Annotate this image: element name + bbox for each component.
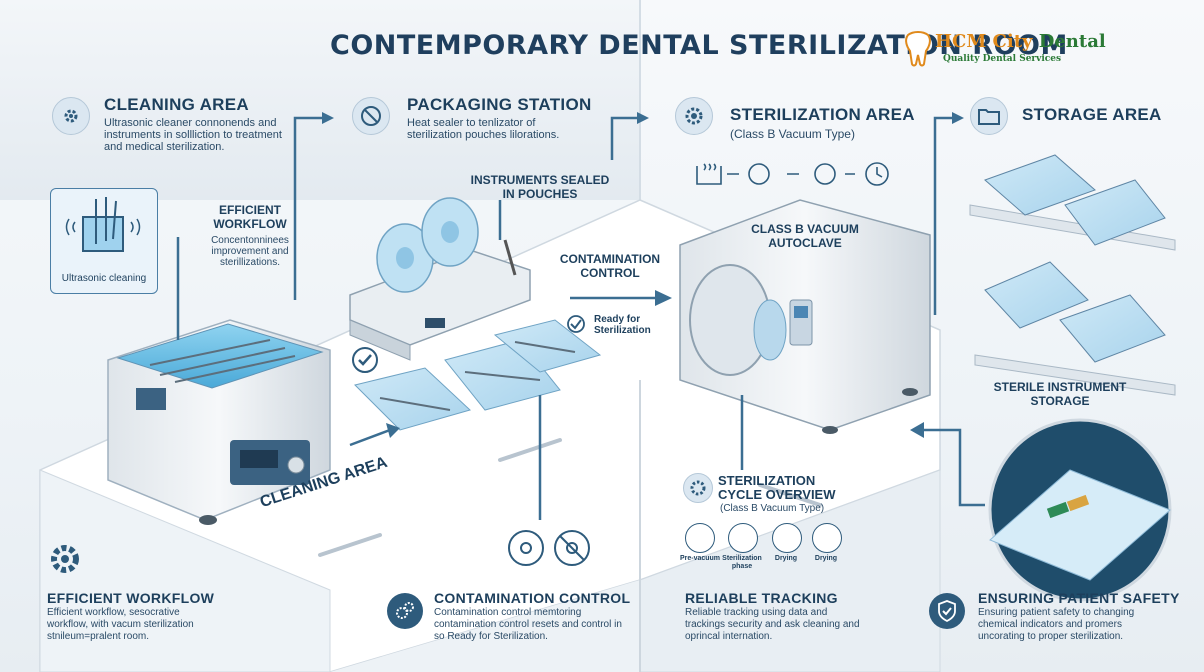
footer-2-text: Contamination control memtoring contamin… bbox=[434, 607, 622, 642]
check-badge-icon bbox=[352, 347, 378, 373]
footer-gear-icon bbox=[47, 541, 83, 577]
efficient-mid-heading-1: EFFICIENT bbox=[219, 203, 281, 217]
brand-name: HCM City Dental bbox=[935, 31, 1106, 52]
ultrasonic-card: Ultrasonic cleaning bbox=[50, 188, 158, 294]
arrow-heads bbox=[322, 112, 964, 438]
drawer-handle-1 bbox=[498, 438, 562, 462]
brand-name-b: Dental bbox=[1038, 31, 1106, 52]
cycle-step-1: Pre-vacuum bbox=[679, 555, 721, 562]
back-wall-left bbox=[0, 0, 640, 200]
heat-icon bbox=[814, 163, 836, 185]
footer-4-text: Ensuring patient safety to changing chem… bbox=[978, 607, 1135, 642]
footer-3-text: Reliable tracking using data and trackin… bbox=[685, 607, 860, 642]
footer-4-heading: ENSURING PATIENT SAFETY bbox=[978, 590, 1180, 606]
footer-3-heading: RELIABLE TRACKING bbox=[685, 590, 838, 606]
cycle-heading-1: STERILIZATION bbox=[718, 473, 816, 488]
drawer-handle-2 bbox=[318, 533, 382, 557]
brand-tagline: Quality Dental Services bbox=[943, 54, 1062, 64]
sterilization-heading: STERILIZATION AREA bbox=[730, 105, 915, 124]
sealed-pouches bbox=[354, 319, 602, 431]
sterilization-gear-icon bbox=[675, 97, 713, 135]
sterile-storage-label: STERILE INSTRUMENT STORAGE bbox=[993, 380, 1127, 408]
brand-name-a: HCM City bbox=[935, 31, 1033, 52]
drawer-handle-3 bbox=[758, 483, 822, 507]
packaging-heading: PACKAGING STATION bbox=[407, 95, 592, 114]
cycle-heading-2: CYCLE OVERVIEW bbox=[718, 487, 836, 502]
footer-1-heading: EFFICIENT WORKFLOW bbox=[47, 590, 215, 606]
heat-sealer bbox=[349, 197, 531, 361]
folder-icon bbox=[970, 97, 1008, 135]
biohazard-icon bbox=[352, 97, 390, 135]
footer-1-text: Efficient workflow, sesocrative workflow… bbox=[47, 607, 194, 642]
ultrasonic-cleaner bbox=[107, 319, 331, 525]
cycle-step-4: Drying bbox=[814, 555, 838, 562]
drying-hourglass-icon bbox=[812, 523, 842, 553]
autoclave-label: CLASS B VACUUM AUTOCLAVE bbox=[751, 222, 859, 250]
cycle-steps: Pre-vacuum Sterilization phase Drying Dr… bbox=[680, 523, 852, 573]
cleaning-text: Ultrasonic cleaner connonends and instru… bbox=[104, 117, 282, 153]
process-icons-row bbox=[696, 162, 889, 186]
ready-label: Ready for Sterilization bbox=[594, 314, 651, 336]
sealed-label: INSTRUMENTS SEALED IN POUCHES bbox=[470, 173, 610, 201]
cabinet-front bbox=[330, 580, 640, 672]
storage-shelves bbox=[969, 154, 1176, 396]
drying-icon bbox=[772, 523, 802, 553]
check-circle-icon bbox=[567, 315, 585, 333]
ultrasonic-card-label: Ultrasonic cleaning bbox=[61, 273, 147, 284]
autoclave bbox=[679, 199, 931, 434]
cycle-step-2: Sterilization phase bbox=[722, 555, 762, 570]
flow-arrows bbox=[176, 116, 985, 520]
sterilization-phase-icon bbox=[728, 523, 758, 553]
efficient-mid-heading-2: WORKFLOW bbox=[213, 217, 287, 231]
footer-2-heading: CONTAMINATION CONTROL bbox=[434, 590, 631, 606]
cycle-subheading: (Class B Vacuum Type) bbox=[720, 503, 825, 514]
page-title: CONTEMPORARY DENTAL STERILIZATION ROOM bbox=[330, 30, 1068, 61]
footer-shield-icon bbox=[929, 593, 965, 629]
cycle-icon bbox=[748, 163, 770, 185]
cleaning-icon bbox=[52, 97, 90, 135]
cabinet-left bbox=[39, 469, 331, 672]
cleaning-heading: CLEANING AREA bbox=[104, 95, 249, 114]
contamination-label: CONTAMINATION CONTROL bbox=[559, 252, 661, 280]
packaging-text: Heat sealer to tenlizator of sterilizati… bbox=[407, 117, 560, 141]
tooth-logo-icon bbox=[905, 31, 931, 67]
pre-vacuum-icon bbox=[685, 523, 715, 553]
cycle-step-3: Drying bbox=[774, 555, 798, 562]
timer-icon bbox=[865, 162, 889, 186]
storage-heading: STORAGE AREA bbox=[1022, 105, 1162, 124]
biohazard-pair-icons bbox=[508, 530, 590, 566]
efficient-mid-text: Concentonninees improvement and sterilli… bbox=[211, 235, 289, 268]
footer-gears-icon bbox=[387, 593, 423, 629]
steam-bath-icon bbox=[696, 166, 722, 185]
ultrasonic-bath-icon bbox=[65, 197, 141, 252]
sterilization-subheading: (Class B Vacuum Type) bbox=[730, 127, 855, 141]
cycle-gear-icon bbox=[683, 473, 713, 503]
sterile-pouch-zoom bbox=[988, 418, 1172, 602]
